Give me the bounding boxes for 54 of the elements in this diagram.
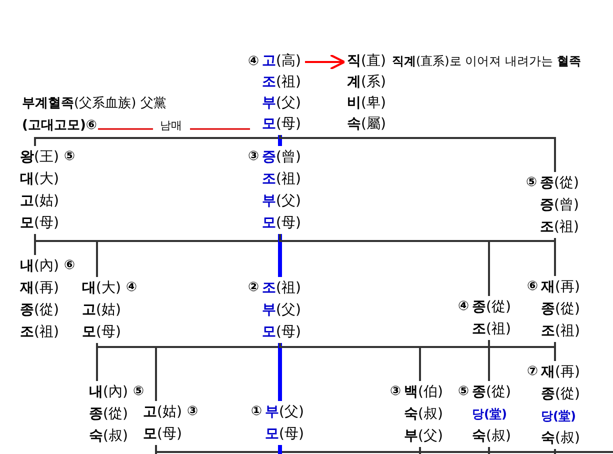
connector-line: [488, 237, 556, 277]
kinship-term: 왕(王) 대(大) 고(姑) 모(母): [20, 148, 59, 233]
note-text: (고대고모)⑥: [22, 117, 97, 134]
connector-line: [278, 343, 282, 401]
kinship-term: 종(從) 조(祖): [472, 298, 511, 339]
connector-line: [279, 134, 556, 172]
circled-number: ⑤: [526, 174, 538, 192]
arrow: [305, 54, 346, 70]
connector-line: [34, 233, 98, 256]
note-text: 직계(直系)로 이어져 내려가는 혈족: [392, 53, 581, 70]
kinship-term: 재(再) 종(從) 조(祖): [541, 278, 580, 341]
note-text: 부계혈족(父系血族) 父黨: [22, 95, 166, 112]
connector-line: [488, 447, 490, 454]
circled-number: ②: [248, 279, 260, 297]
kinship-term: 내(內) 재(再) 종(從) 조(祖): [20, 257, 59, 342]
connector-line: [155, 444, 613, 454]
connector-line: [554, 449, 556, 454]
kinship-term: 고(姑) 모(母): [143, 403, 182, 444]
connector-line: [279, 343, 421, 381]
kinship-term: 대(大) 고(姑) 모(母): [82, 279, 121, 342]
connector-line: [96, 342, 157, 382]
kinship-term: 증(曾) 조(祖) 부(父) 모(母): [262, 148, 301, 233]
circled-number: ④: [248, 53, 260, 71]
connector-line: [488, 341, 556, 362]
circled-number: ⑤: [64, 148, 75, 166]
circled-number: ⑥: [527, 278, 538, 296]
kinship-term: 고(高) 조(祖) 부(父) 모(母): [262, 52, 301, 134]
connector-line: [419, 339, 490, 382]
note-text: 남매: [160, 118, 182, 133]
circled-number: ③: [390, 383, 402, 401]
kinship-term: 직(直) 계(系) 비(卑) 속(屬): [347, 52, 386, 134]
circled-number: ①: [251, 403, 262, 421]
connector-line: [278, 135, 282, 146]
circled-number: ③: [186, 403, 198, 421]
kinship-term: 종(從) 당(堂) 숙(叔): [472, 383, 511, 446]
connector-line: [279, 234, 490, 296]
circled-number: ⑥: [64, 257, 75, 275]
connector-line: [155, 343, 281, 401]
kinship-term: 내(內) 종(從) 숙(叔): [89, 383, 128, 446]
circled-number: ④: [126, 279, 137, 297]
kinship-term: 백(伯) 숙(叔) 부(父): [404, 383, 443, 446]
connector-line: [278, 445, 282, 454]
kinship-term: 부(父) 모(母): [265, 403, 304, 444]
kinship-term: 재(再) 종(從) 당(堂) 숙(叔): [541, 363, 580, 448]
circled-number: ④: [458, 298, 470, 316]
kinship-term: 종(從) 증(曾) 조(祖): [540, 174, 579, 237]
kinship-term: 조(祖) 부(父) 모(母): [262, 279, 301, 342]
circled-number: ③: [248, 148, 260, 166]
connector-line: [34, 135, 281, 146]
connector-line: [419, 447, 421, 454]
circled-number: ⑤: [132, 383, 144, 401]
connector-line: [278, 234, 282, 277]
circled-number: ⑦: [527, 363, 538, 381]
circled-number: ⑤: [458, 383, 470, 401]
